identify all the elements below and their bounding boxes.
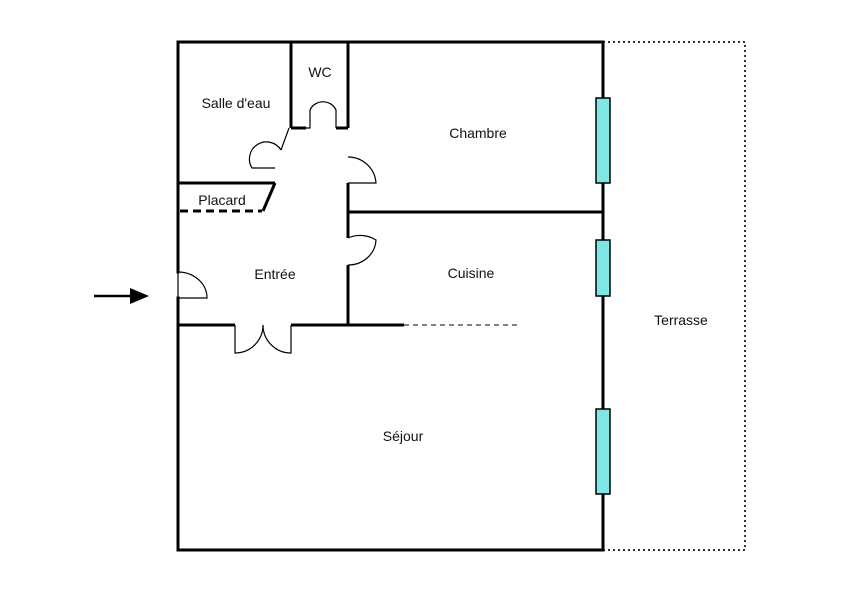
- windows: [595, 97, 611, 495]
- room-label-placard: Placard: [198, 192, 245, 208]
- room-label-sejour: Séjour: [383, 428, 424, 444]
- outer-walls: [176, 40, 605, 552]
- window-cuisine: [595, 239, 611, 297]
- room-label-salle-deau: Salle d'eau: [202, 95, 271, 111]
- window-chambre: [595, 97, 611, 184]
- room-label-terrasse: Terrasse: [654, 312, 708, 328]
- arrow-right-icon: [94, 288, 149, 304]
- door-swings: [177, 101, 377, 354]
- room-label-chambre: Chambre: [449, 125, 507, 141]
- room-label-entree: Entrée: [254, 266, 295, 282]
- interior-walls: [178, 42, 603, 327]
- window-sejour: [595, 408, 611, 495]
- terrace-outline: [603, 41, 746, 551]
- room-label-wc: WC: [308, 64, 331, 80]
- room-label-cuisine: Cuisine: [448, 265, 495, 281]
